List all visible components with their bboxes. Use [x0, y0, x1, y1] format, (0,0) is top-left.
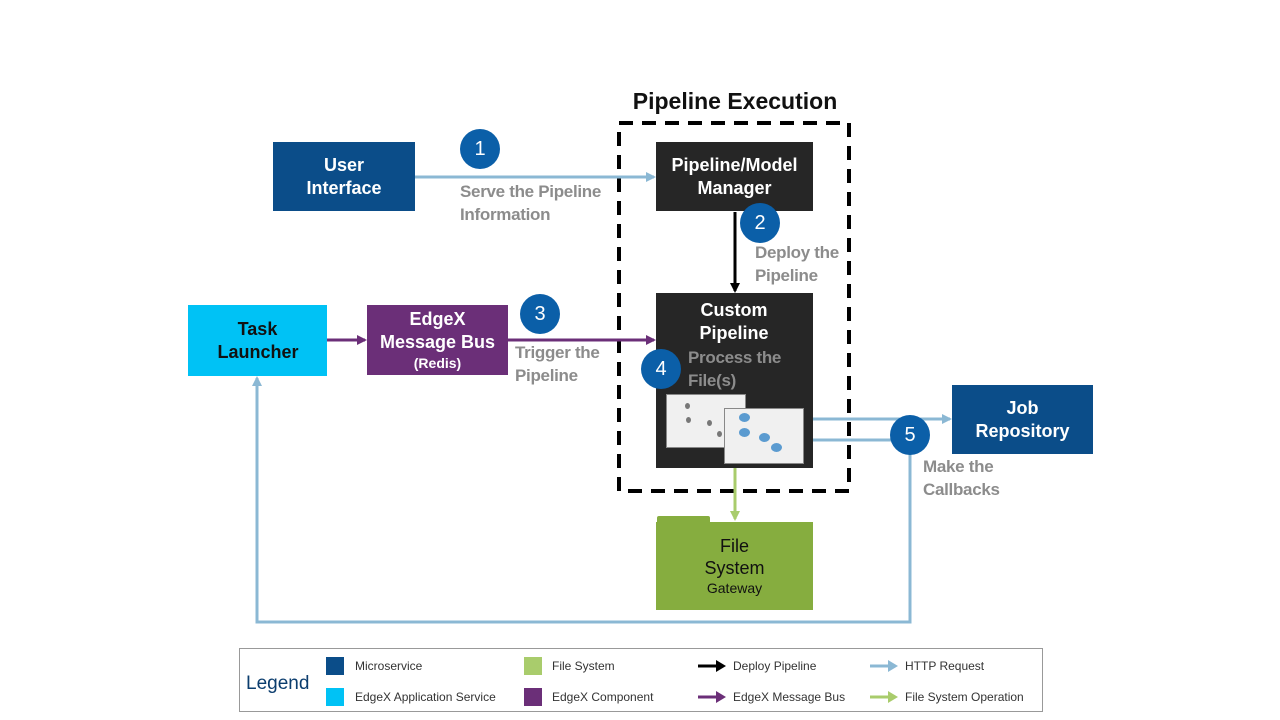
- step-3-badge: 3: [520, 294, 560, 334]
- pipeline-model-manager-node: Pipeline/Model Manager: [656, 142, 813, 211]
- job-repository-node: Job Repository: [952, 385, 1093, 454]
- arrow-callback-task-launcher: [252, 376, 912, 624]
- message-bus-label: EdgeX Message Bus: [379, 309, 496, 352]
- legend-arrow-message-bus: [698, 691, 726, 703]
- legend-label-file-system: File System: [552, 659, 615, 673]
- step-5-label: Make the Callbacks: [923, 457, 1000, 499]
- file-system-sublabel: Gateway: [706, 580, 763, 596]
- diagram-title: Pipeline Execution: [632, 88, 838, 114]
- legend-label-http: HTTP Request: [905, 659, 985, 673]
- step-4-badge: 4: [641, 349, 681, 389]
- legend-arrow-deploy: [698, 660, 726, 672]
- legend: Legend Microservice EdgeX Application Se…: [239, 648, 1043, 712]
- user-interface-node: User Interface: [273, 142, 415, 211]
- task-launcher-label: Task Launcher: [217, 318, 299, 362]
- step-2-badge: 2: [740, 203, 780, 243]
- job-repository-label: Job Repository: [975, 397, 1070, 441]
- legend-label-message-bus: EdgeX Message Bus: [733, 690, 846, 704]
- legend-label-component: EdgeX Component: [552, 690, 654, 704]
- step-5-badge: 5: [890, 415, 930, 455]
- legend-arrow-http: [870, 660, 898, 672]
- step-1-badge: 1: [460, 129, 500, 169]
- step-2-label: Deploy the Pipeline: [755, 243, 839, 285]
- custom-pipeline-node: Custom Pipeline: [656, 293, 813, 468]
- task-launcher-node: Task Launcher: [188, 305, 327, 376]
- custom-pipeline-label: Custom Pipeline: [699, 300, 769, 343]
- legend-arrow-fs-op: [870, 691, 898, 703]
- legend-swatch-app-service: [326, 688, 344, 706]
- legend-label-fs-op: File System Operation: [905, 690, 1024, 704]
- message-bus-sublabel: (Redis): [413, 355, 462, 371]
- step-1-label: Serve the Pipeline Information: [460, 182, 602, 224]
- pipeline-model-manager-label: Pipeline/Model Manager: [671, 154, 798, 198]
- legend-label-deploy: Deploy Pipeline: [733, 659, 817, 673]
- step-3-label: Trigger the Pipeline: [515, 343, 600, 385]
- legend-title: Legend: [246, 673, 310, 694]
- legend-swatch-file-system: [524, 657, 542, 675]
- legend-label-microservice: Microservice: [355, 659, 423, 673]
- legend-swatch-microservice: [326, 657, 344, 675]
- output-image-thumbnail: [724, 408, 804, 464]
- file-system-node: File System Gateway: [656, 522, 813, 610]
- step-4-label: Process the File(s): [688, 348, 782, 390]
- file-system-label: File System: [704, 536, 765, 578]
- legend-swatch-component: [524, 688, 542, 706]
- legend-label-app-service: EdgeX Application Service: [355, 690, 496, 704]
- edgex-message-bus-node: EdgeX Message Bus (Redis): [367, 305, 508, 375]
- user-interface-label: User Interface: [306, 154, 382, 198]
